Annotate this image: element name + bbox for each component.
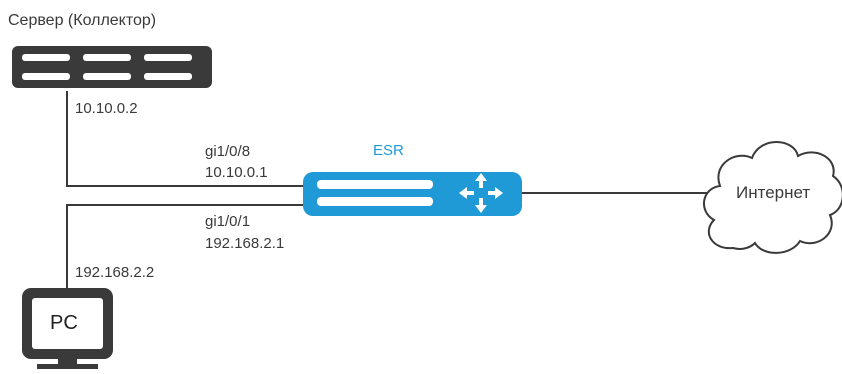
arrow-down [475, 198, 487, 213]
router-slot [317, 197, 433, 206]
server-ip: 10.10.0.2 [75, 100, 138, 117]
router-arrows-icon [303, 172, 522, 216]
monitor-icon [22, 288, 113, 369]
server-slot [144, 73, 192, 80]
server-router-link [66, 91, 305, 187]
cloud-outline [703, 141, 842, 254]
connection-lines [66, 91, 712, 292]
router-port-bottom-name: gi1/0/1 [205, 213, 251, 230]
router-slot [317, 180, 433, 189]
arrow-right [488, 187, 503, 199]
router-port-bottom-ip: 192.168.2.1 [205, 235, 285, 252]
cloud-label: Интернет [736, 183, 811, 202]
monitor-screen [32, 298, 103, 349]
server-slot [83, 54, 131, 61]
pc-router-link [66, 204, 305, 292]
monitor-neck [58, 359, 77, 365]
pc-label: PC [50, 312, 78, 334]
server-body [12, 46, 212, 88]
cloud-icon [703, 141, 842, 254]
server-label: Сервер (Коллектор) [8, 12, 157, 29]
server-rack-icon [12, 46, 212, 88]
router-port-top-ip: 10.10.0.1 [205, 164, 268, 181]
server-slot [83, 73, 131, 80]
router-arrows [459, 173, 503, 213]
pc-ip: 192.168.2.2 [75, 264, 155, 281]
server-slot [22, 73, 70, 80]
server-slot [22, 54, 70, 61]
arrow-left [459, 187, 474, 199]
router-port-top-name: gi1/0/8 [205, 143, 251, 160]
server-slot [144, 54, 192, 61]
arrow-up [475, 173, 487, 188]
router-label: ESR [373, 142, 404, 159]
monitor-stand [37, 364, 98, 369]
